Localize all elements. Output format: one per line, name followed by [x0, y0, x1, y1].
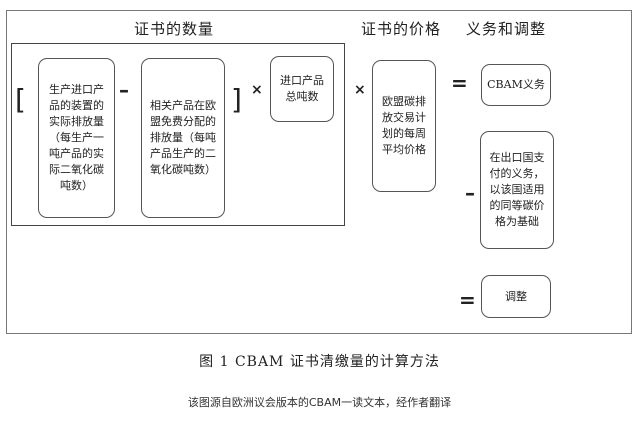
header-obligation-adjustment: 义务和调整 [466, 20, 547, 38]
operator-equals-bottom: = [459, 288, 476, 312]
box-cbam-obligation: CBAM义务 [481, 64, 551, 106]
bracket-close: ] [231, 83, 242, 116]
source-note: 该图源自欧洲议会版本的CBAM一读文本，经作者翻译 [187, 396, 452, 409]
box-adjustment-text: 调整 [505, 289, 527, 303]
box-import-tonnage: 进口产品总吨数 [270, 56, 334, 122]
operator-minus-right: – [465, 181, 475, 205]
box-origin-carbon-price-text: 在出口国支付的义务，以该国适用的同等碳价格为基础 [489, 151, 545, 228]
box-free-allocation: 相关产品在欧盟免费分配的排放量（每吨产品生产的二氧化碳吨数） [141, 58, 225, 218]
operator-times-1: × [251, 82, 263, 98]
figure-caption: 图 1 CBAM 证书清缴量的计算方法 [199, 354, 440, 370]
diagram-frame [6, 10, 632, 334]
operator-equals-top: = [451, 71, 468, 95]
box-embedded-emissions-text: 生产进口产品的装置的实际排放量（每生产一吨产品的实际二氧化碳吨数） [49, 83, 104, 192]
box-cbam-obligation-text: CBAM义务 [487, 78, 545, 91]
box-eu-ets-price: 欧盟碳排放交易计划的每周平均价格 [372, 60, 436, 192]
operator-minus: – [119, 78, 129, 102]
header-certificate-quantity: 证书的数量 [134, 20, 215, 38]
operator-times-2: × [354, 82, 366, 98]
box-adjustment: 调整 [481, 275, 551, 318]
header-certificate-price: 证书的价格 [361, 20, 442, 38]
box-import-tonnage-text: 进口产品总吨数 [280, 74, 324, 103]
box-free-allocation-text: 相关产品在欧盟免费分配的排放量（每吨产品生产的二氧化碳吨数） [150, 99, 216, 176]
box-origin-carbon-price: 在出口国支付的义务，以该国适用的同等碳价格为基础 [480, 131, 554, 249]
box-eu-ets-price-text: 欧盟碳排放交易计划的每周平均价格 [382, 95, 426, 156]
quantity-group-box [11, 43, 345, 226]
box-embedded-emissions: 生产进口产品的装置的实际排放量（每生产一吨产品的实际二氧化碳吨数） [38, 58, 115, 218]
bracket-open: [ [15, 83, 26, 116]
